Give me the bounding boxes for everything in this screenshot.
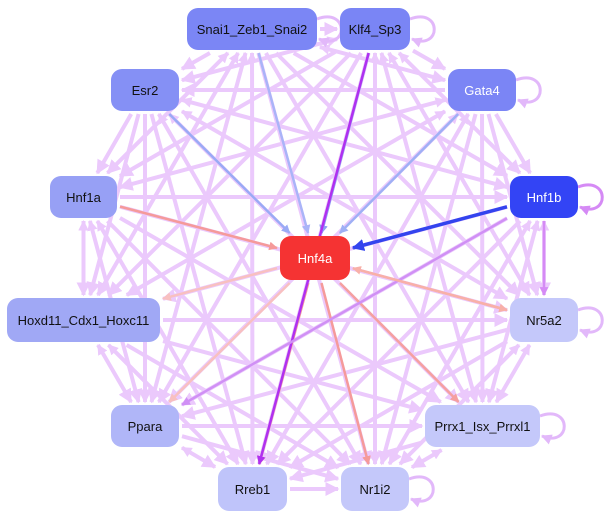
node-Gata4[interactable]: Gata4 (448, 69, 516, 111)
edge-Esr2-Hnf4a (168, 113, 291, 234)
edge-Nr1i2-Prrx1_Isx_Prrxl1 (411, 448, 443, 469)
edge-Klf4_Sp3-Ppara (157, 51, 363, 404)
node-Nr5a2[interactable]: Nr5a2 (510, 298, 578, 342)
node-Snai1_Zeb1_Snai2[interactable]: Snai1_Zeb1_Snai2 (187, 8, 317, 50)
node-Hoxd11_Cdx1_Hoxc11[interactable]: Hoxd11_Cdx1_Hoxc11 (7, 298, 160, 342)
node-Hnf4a[interactable]: Hnf4a (280, 236, 350, 280)
self-loop-Klf4_Sp3 (409, 15, 436, 48)
node-label: Hnf1a (66, 189, 101, 205)
node-Nr1i2[interactable]: Nr1i2 (341, 467, 409, 511)
node-label: Prrx1_Isx_Prrxl1 (434, 418, 531, 434)
edge-Gata4-Hnf1b (494, 112, 532, 175)
edge-Nr5a2-Esr2 (181, 110, 508, 300)
node-Klf4_Sp3[interactable]: Klf4_Sp3 (340, 8, 410, 50)
node-label: Nr5a2 (526, 312, 562, 328)
node-label: Gata4 (464, 82, 500, 98)
node-Prrx1_Isx_Prrxl1[interactable]: Prrx1_Isx_Prrxl1 (425, 405, 540, 447)
edge-Esr2-Hnf1a (95, 113, 133, 175)
edge-Hnf4a-Ppara (168, 282, 291, 403)
node-Hnf1a[interactable]: Hnf1a (50, 176, 117, 218)
edge-Nr1i2-Esr2 (157, 113, 362, 465)
edge-Rreb1-Ppara (181, 446, 216, 469)
self-loop-Hnf1b (577, 183, 604, 216)
node-label: Hnf4a (297, 250, 333, 266)
edge-Nr5a2-Rreb1 (288, 339, 509, 469)
node-label: Klf4_Sp3 (348, 21, 402, 37)
edge-Hoxd11_Cdx1_Hoxc11-Gata4 (126, 110, 446, 297)
edge-Snai1_Zeb1_Snai2-Prrx1_Isx_Prrxl1 (264, 51, 471, 404)
node-Rreb1[interactable]: Rreb1 (218, 467, 287, 511)
node-label: Snai1_Zeb1_Snai2 (196, 21, 308, 37)
edge-Hnf1b-Ppara (181, 217, 508, 406)
edge-Hnf1a-Prrx1_Isx_Prrxl1 (119, 216, 442, 404)
edge-Hoxd11_Cdx1_Hoxc11-Prrx1_Isx_Prrxl1 (162, 339, 424, 414)
node-label: Esr2 (131, 82, 159, 98)
edge-Rreb1-Gata4 (265, 113, 470, 465)
edge-Hnf4a-Hoxd11_Cdx1_Hoxc11 (162, 266, 278, 301)
node-label: Rreb1 (234, 481, 271, 497)
node-label: Hnf1b (526, 189, 562, 205)
edge-Ppara-Hoxd11_Cdx1_Hoxc11 (96, 344, 133, 403)
edge-Hoxd11_Cdx1_Hoxc11-Nr1i2 (125, 343, 340, 470)
edge-Gata4-Hnf4a (338, 113, 460, 234)
self-loop-Nr5a2 (577, 306, 604, 339)
edge-Hnf4a-Nr1i2 (320, 282, 371, 465)
node-Hnf1b[interactable]: Hnf1b (510, 176, 578, 218)
edge-Klf4_Sp3-Gata4 (412, 48, 447, 71)
self-loop-Gata4 (515, 76, 542, 109)
node-Esr2[interactable]: Esr2 (111, 69, 179, 111)
edge-Nr5a2-Hnf4a (352, 266, 508, 312)
self-loop-Prrx1_Isx_Prrxl1 (539, 412, 566, 445)
node-label: Nr1i2 (359, 481, 391, 497)
edge-Prrx1_Isx_Prrxl1-Nr5a2 (495, 344, 531, 403)
edge-Snai1_Zeb1_Snai2-Esr2 (180, 51, 211, 71)
edge-Hnf1b-Hnf4a (351, 205, 508, 251)
self-loop-Nr1i2 (408, 475, 435, 508)
node-Ppara[interactable]: Ppara (111, 405, 179, 447)
edge-Prrx1_Isx_Prrxl1-Rreb1 (288, 440, 423, 483)
node-label: Ppara (127, 418, 163, 434)
edge-Snai1_Zeb1_Snai2-Hnf4a (257, 52, 311, 234)
edge-Hnf1a-Hnf4a (119, 205, 278, 251)
node-label: Hoxd11_Cdx1_Hoxc11 (17, 312, 150, 328)
